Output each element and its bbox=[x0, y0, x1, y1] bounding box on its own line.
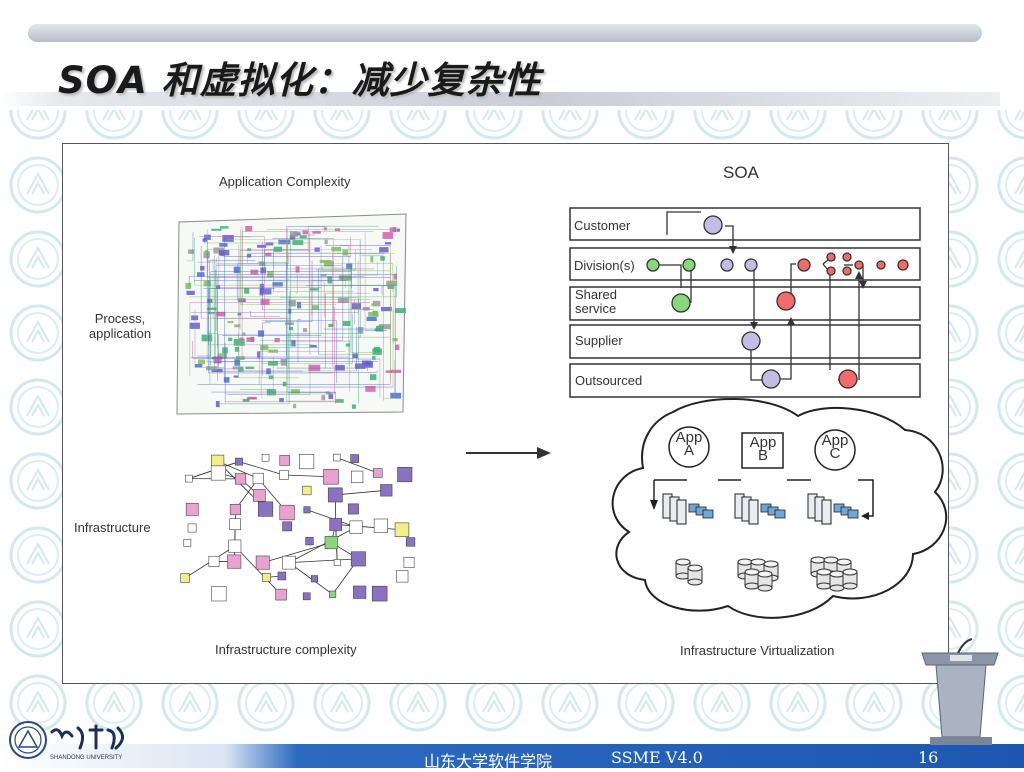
lane-outsourced: Outsourced bbox=[575, 373, 642, 388]
infrastructure-network bbox=[181, 454, 415, 601]
lane-shared-service: Shared service bbox=[575, 288, 617, 316]
podium-icon bbox=[918, 635, 1008, 750]
title-bar-top bbox=[28, 24, 982, 42]
slide-title: SOA 和虚拟化：减少复杂性 bbox=[58, 50, 542, 104]
university-logo: SHANDONG UNIVERSITY bbox=[6, 718, 156, 764]
svg-text:SHANDONG UNIVERSITY: SHANDONG UNIVERSITY bbox=[50, 755, 122, 761]
virtualization-cloud bbox=[613, 399, 947, 618]
soa-lanes bbox=[570, 208, 920, 397]
figure-frame: Application Complexity Process, applicat… bbox=[62, 143, 949, 684]
infrastructure-virtualization-label: Infrastructure Virtualization bbox=[680, 643, 834, 658]
soa-label: SOA bbox=[723, 163, 759, 183]
application-complexity-label: Application Complexity bbox=[219, 174, 351, 189]
lane-customer: Customer bbox=[574, 218, 630, 233]
infrastructure-label: Infrastructure bbox=[74, 520, 151, 535]
footer-course: SSME V4.0 bbox=[611, 748, 703, 767]
lane-supplier: Supplier bbox=[575, 333, 623, 348]
footer-school: 山东大学软件学院 bbox=[424, 748, 552, 772]
lane-divisions: Division(s) bbox=[574, 258, 635, 273]
infrastructure-complexity-label: Infrastructure complexity bbox=[215, 642, 357, 657]
transform-arrow bbox=[466, 447, 551, 459]
application-complexity-diagram bbox=[177, 214, 406, 414]
page-number: 16 bbox=[918, 748, 938, 767]
figure-graphics bbox=[63, 144, 948, 683]
process-application-label: Process, application bbox=[75, 311, 165, 341]
